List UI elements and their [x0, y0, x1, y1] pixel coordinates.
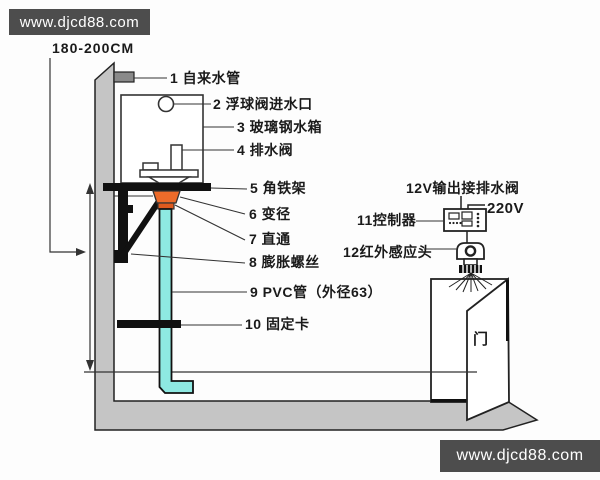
infrared-sensor-head: [456, 242, 485, 273]
part-label-straight-fitting: 7 直通: [249, 231, 291, 247]
watermark-text-top: www.djcd88.com: [19, 13, 140, 31]
tap-water-pipe: [113, 71, 135, 83]
part-label-angle-iron-frame: 5 角铁架: [250, 180, 307, 196]
part-label-float-valve-inlet: 2 浮球阀进水口: [213, 96, 313, 112]
dimension-arrow-down: [86, 360, 94, 371]
part-label-drain-valve: 4 排水阀: [237, 142, 294, 158]
door-label: 门: [473, 331, 489, 348]
part-label-infrared-sensor: 12红外感应头: [343, 244, 433, 260]
diagonal-brace: [118, 196, 164, 260]
label-12v-output: 12V输出接排水阀: [406, 180, 520, 196]
dimension-arrow-up: [86, 183, 94, 194]
sensor-beam-lines: [448, 272, 493, 293]
part-label-reducer: 6 变径: [249, 206, 291, 222]
part-label-expansion-screws: 8 膨胀螺丝: [249, 254, 320, 270]
leader-lines: [130, 77, 457, 326]
part-label-controller: 11控制器: [357, 212, 417, 228]
dimension-arrow-right: [76, 248, 86, 256]
part-label-tap-water-pipe: 1 自来水管: [170, 70, 241, 86]
pvc-pipe: [158, 208, 194, 394]
watermark-banner-bottom: www.djcd88.com: [440, 440, 600, 472]
label-220v-power: 220V: [487, 200, 525, 217]
angle-iron-frame: [103, 183, 211, 191]
wire-220v: [467, 204, 485, 209]
door-panel: [466, 277, 510, 422]
fixing-clamp: [117, 320, 181, 328]
watermark-banner-top: www.djcd88.com: [9, 9, 150, 35]
wall-and-floor: [94, 61, 539, 431]
reducer: [152, 190, 181, 204]
part-label-fixing-clamp: 10 固定卡: [245, 316, 310, 332]
part-label-fiberglass-tank: 3 玻璃钢水箱: [237, 119, 323, 135]
dimension-leader: [49, 58, 78, 253]
watermark-text-bottom: www.djcd88.com: [456, 447, 584, 464]
float-valve-inlet: [157, 95, 175, 113]
height-dimension-label: 180-200CM: [52, 40, 135, 56]
controller-box: [443, 208, 487, 232]
part-label-pvc-pipe: 9 PVC管（外径63）: [250, 284, 383, 300]
